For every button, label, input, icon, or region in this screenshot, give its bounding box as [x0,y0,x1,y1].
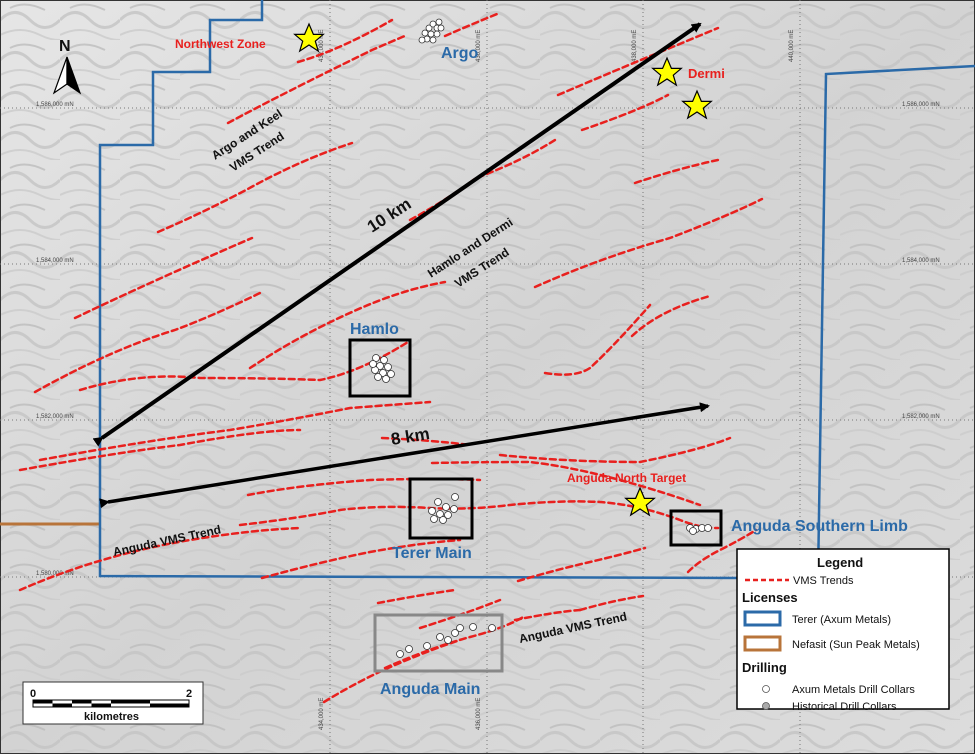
drill-collars [369,18,712,658]
legend-panel [736,548,950,710]
grid-label-n1582-right: 1,582,000 mN [902,414,940,420]
target-stars [293,22,713,517]
scale-bar: 0 2 kilometres [22,681,204,725]
scale-bar-unit: kilometres [84,711,139,723]
hamlo-box [348,338,412,398]
grid-label-e440: 440,000 mE [789,30,795,62]
label-dermi: Dermi [688,66,725,81]
legend-terer-swatch [743,610,782,627]
anguda-north-star-icon [624,486,656,517]
scale-bar-end: 2 [186,688,192,700]
legend-historical-collar-icon [762,702,770,710]
legend-nefasit-swatch [743,635,782,652]
zone-labels: Northwest Zone Argo Dermi Hamlo Terer Ma… [175,37,908,698]
anguda-main-box [373,613,504,673]
legend-terer: Terer (Axum Metals) [792,614,891,626]
grid-label-n1582: 1,582,000 mN [36,414,74,420]
legend-vms-trends: VMS Trends [793,575,854,587]
arrow-10km [92,22,702,447]
dermi-star-icon-1 [651,56,683,87]
target-boxes [348,338,723,673]
legend-licenses-heading: Licenses [742,590,798,605]
label-anguda-north-target: Anguda North Target [567,471,686,485]
terer-main-box [408,477,474,540]
legend: Legend VMS Trends Licenses Terer (Axum M… [736,548,950,713]
grid-label-n1580: 1,580,000 mN [36,571,74,577]
dermi-star-icon-2 [681,89,713,120]
label-argo: Argo [441,45,479,62]
grid-label-n1586-right: 1,586,000 mN [902,102,940,108]
label-anguda-southern-limb: Anguda Southern Limb [731,518,908,535]
north-arrow-icon: N [52,38,82,95]
label-terer-main: Terer Main [392,545,472,562]
northwest-zone-star-icon [293,22,325,53]
legend-historical-collars: Historical Drill Collars [792,701,897,713]
arrow-8km [99,402,710,509]
legend-axum-collars: Axum Metals Drill Collars [792,684,915,696]
legend-title: Legend [817,555,863,570]
grid-label-e434: 434,000 mE [319,698,325,730]
label-northwest-zone: Northwest Zone [175,37,266,51]
grid-label-n1584-right: 1,584,000 mN [902,258,940,264]
grid-label-e436-bottom: 436,000 mE [476,698,482,730]
scale-bar-start: 0 [30,688,36,700]
grid-label-e438: 438,000 mE [632,30,638,62]
legend-drilling-heading: Drilling [742,660,787,675]
anguda-southern-limb-box [669,509,723,547]
label-hamlo: Hamlo [350,321,399,338]
label-anguda-main: Anguda Main [380,681,480,698]
grid-label-n1584: 1,584,000 mN [36,258,74,264]
legend-nefasit: Nefasit (Sun Peak Metals) [792,639,920,651]
north-arrow-label: N [59,38,71,55]
grid-label-n1586: 1,586,000 mN [36,102,74,108]
legend-axum-collar-icon [762,685,770,693]
